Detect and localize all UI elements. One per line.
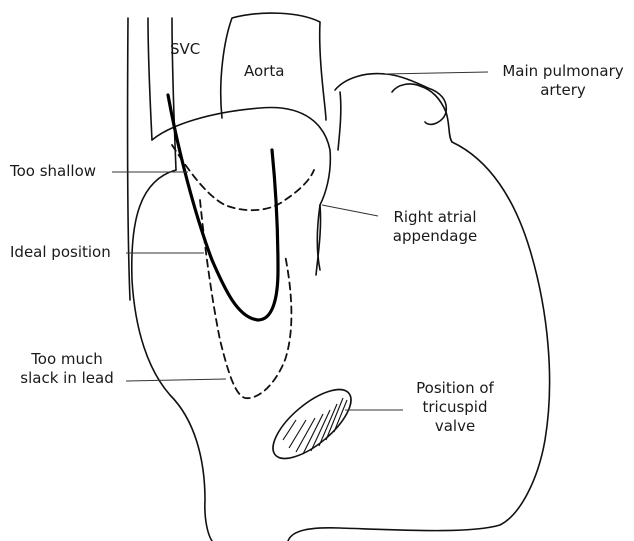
ideal-lead bbox=[168, 95, 278, 320]
label-main-pulmonary-line2: artery bbox=[492, 81, 634, 100]
label-right-atrial-line1: Right atrial bbox=[380, 208, 490, 227]
label-tricuspid-valve: Position of tricuspid valve bbox=[400, 379, 510, 436]
label-main-pulmonary-artery: Main pulmonary artery bbox=[492, 62, 634, 100]
label-too-much-line1: Too much bbox=[6, 350, 128, 369]
pulmonary-artery-outline bbox=[335, 74, 446, 125]
leader-too-much-slack bbox=[126, 379, 226, 381]
label-svc: SVC bbox=[170, 40, 200, 59]
right-ventricle-outline bbox=[288, 142, 550, 541]
label-ideal-position: Ideal position bbox=[10, 243, 111, 262]
label-too-much-slack: Too much slack in lead bbox=[6, 350, 128, 388]
label-tricuspid-line1: Position of bbox=[400, 379, 510, 398]
svc-outline bbox=[128, 18, 130, 300]
pulmonary-artery-ellipse bbox=[338, 92, 341, 150]
label-main-pulmonary-line1: Main pulmonary bbox=[492, 62, 634, 81]
label-tricuspid-line3: valve bbox=[400, 417, 510, 436]
label-aorta: Aorta bbox=[244, 62, 284, 81]
leader-main-pulmonary bbox=[385, 72, 488, 74]
pulmonary-bulge bbox=[392, 84, 452, 142]
right-atrium-outline bbox=[152, 108, 330, 270]
label-tricuspid-line2: tricuspid bbox=[400, 398, 510, 417]
svc-wall-left bbox=[148, 18, 152, 140]
label-right-atrial-line2: appendage bbox=[380, 227, 490, 246]
label-too-much-line2: slack in lead bbox=[6, 369, 128, 388]
leader-right-atrial bbox=[322, 205, 378, 216]
label-right-atrial-appendage: Right atrial appendage bbox=[380, 208, 490, 246]
label-too-shallow: Too shallow bbox=[10, 162, 96, 181]
